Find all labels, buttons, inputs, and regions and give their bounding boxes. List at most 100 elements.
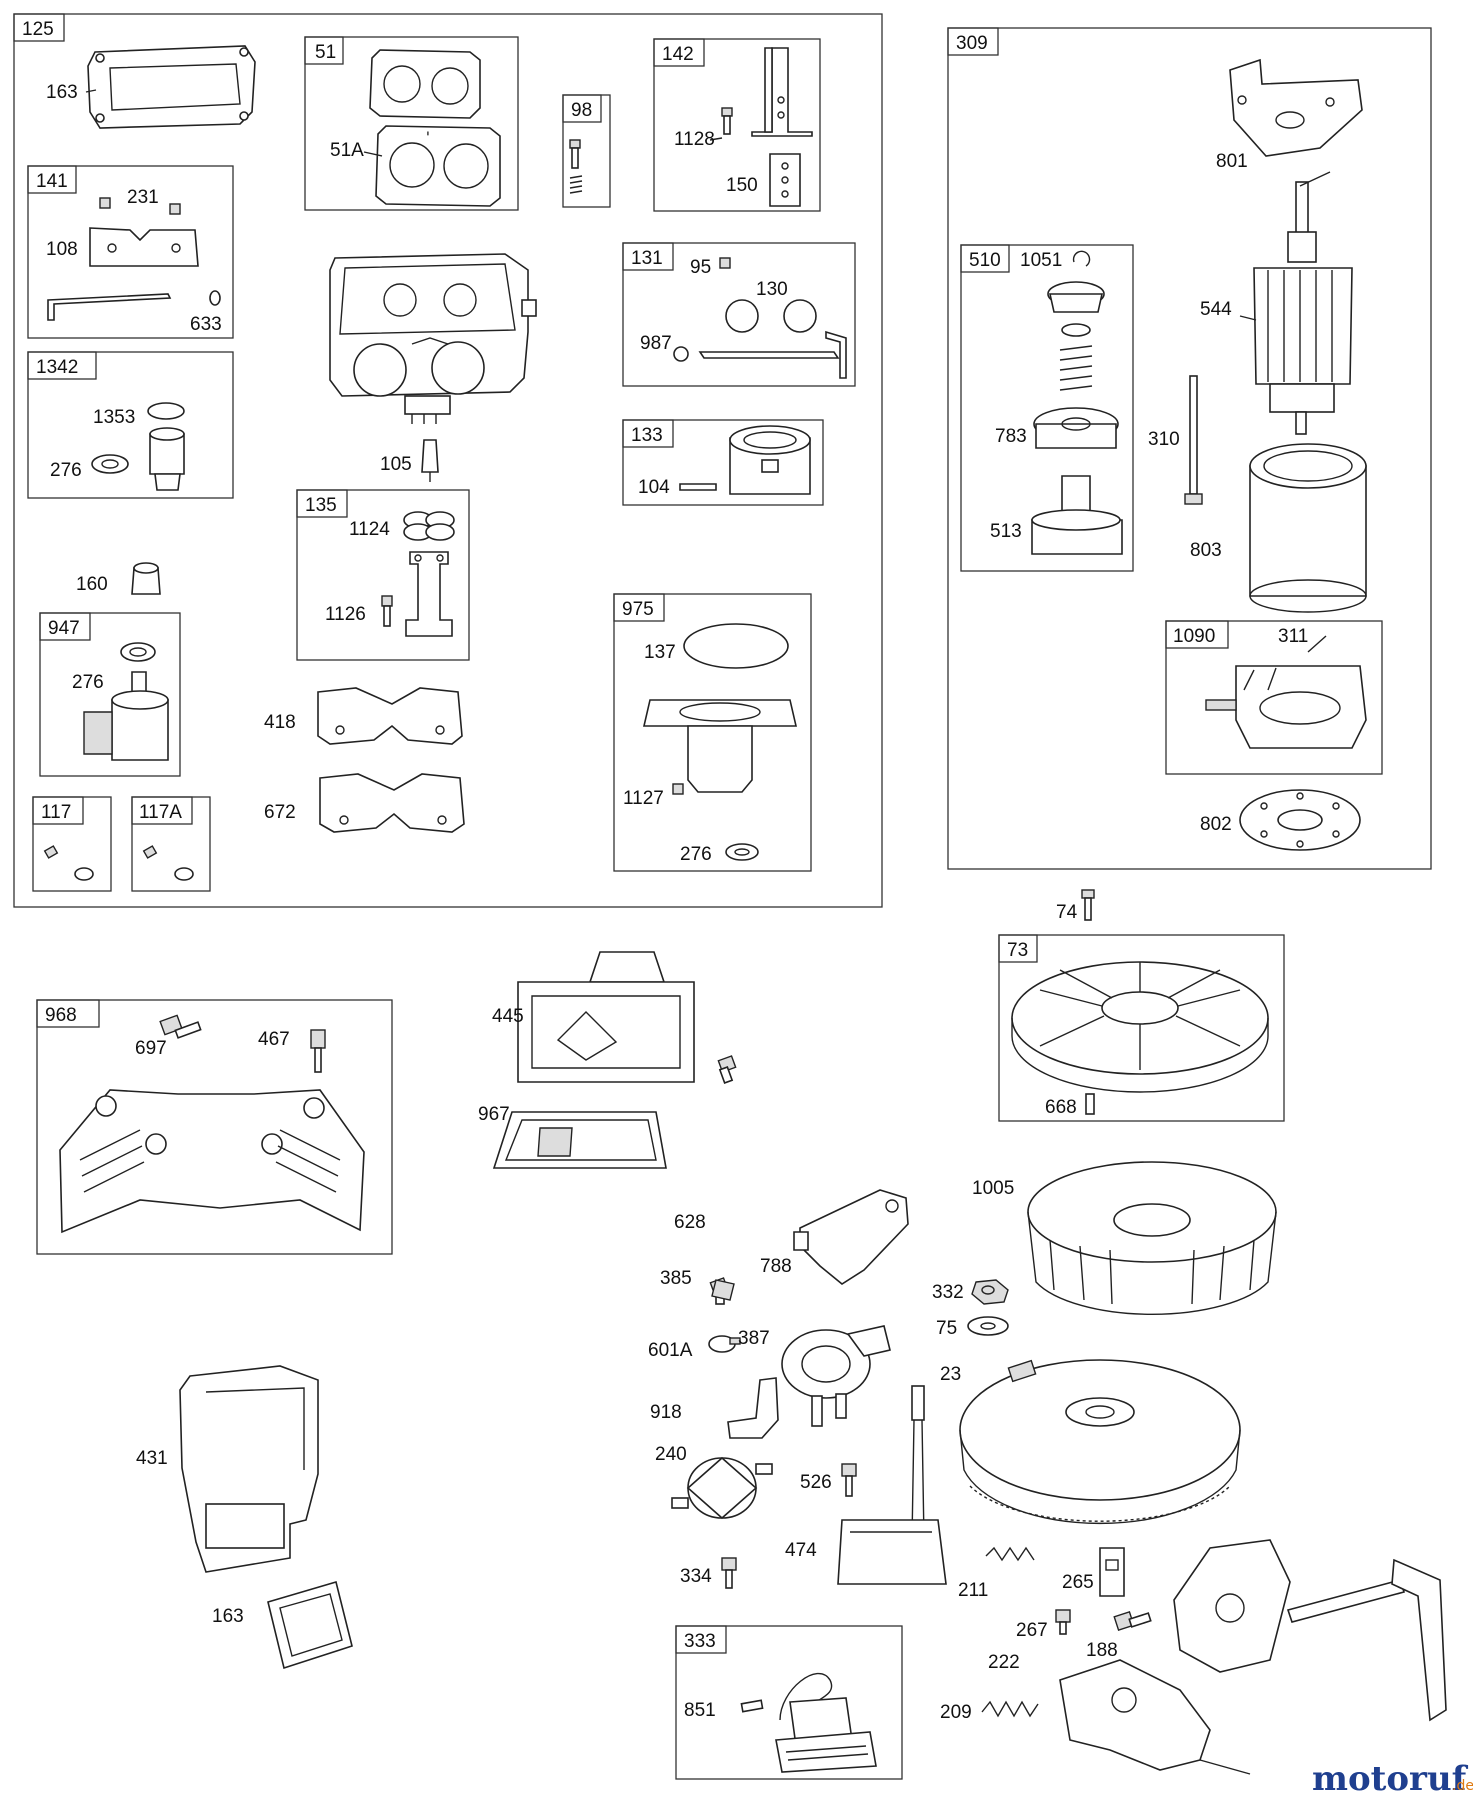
- screw-117A-drawing: [142, 845, 194, 881]
- label-222: 222: [988, 1652, 1020, 1673]
- label-160: 160: [76, 574, 108, 595]
- label-334: 334: [680, 1566, 712, 1587]
- group-box-117: 117: [32, 796, 112, 892]
- label-276-b: 276: [72, 672, 104, 693]
- blower-housing-431-drawing: [179, 1365, 319, 1573]
- group-box-968: 968: [36, 999, 393, 1255]
- label-332: 332: [932, 1282, 964, 1303]
- label-74: 74: [1056, 902, 1078, 923]
- leader-lines: [85, 89, 1331, 653]
- label-385: 385: [660, 1268, 692, 1289]
- group-box-333: 333: [675, 1625, 903, 1780]
- label-418: 418: [264, 712, 296, 733]
- group-label-51: 51: [315, 42, 336, 63]
- group-label-131: 131: [631, 248, 663, 269]
- group-box-98: 98: [562, 94, 611, 208]
- screw-117-drawing: [43, 845, 94, 881]
- label-987: 987: [640, 333, 672, 354]
- label-1005: 1005: [972, 1178, 1014, 1199]
- group-box-142: 142: [653, 38, 821, 212]
- pre-cleaner-967-drawing: [492, 1111, 667, 1169]
- group-label-975: 975: [622, 599, 654, 620]
- screw-334-drawing: [721, 1557, 737, 1589]
- screw-526-drawing: [841, 1463, 857, 1497]
- group-label-73: 73: [1007, 940, 1028, 961]
- bracket-265-drawing: [1099, 1547, 1125, 1597]
- group-label-1342: 1342: [36, 357, 78, 378]
- label-783: 783: [995, 426, 1027, 447]
- carburetor-drawing: [329, 253, 537, 424]
- group-label-968: 968: [45, 1005, 77, 1026]
- group-box-73: 73: [998, 934, 1285, 1122]
- label-601A: 601A: [648, 1340, 693, 1361]
- screw-628-drawing: [717, 1055, 737, 1084]
- label-311: 311: [1278, 626, 1308, 647]
- regulator-474-drawing: [837, 1385, 947, 1585]
- group-label-117: 117: [41, 802, 71, 823]
- valve-cover-968-drawing: [59, 1014, 365, 1234]
- bolt-310-drawing: [1184, 375, 1203, 505]
- hose-918-drawing: [727, 1377, 779, 1439]
- bolt-385-drawing: [709, 1277, 735, 1305]
- screw-spring-98-drawing: [569, 139, 583, 194]
- label-802: 802: [1200, 814, 1232, 835]
- label-1126: 1126: [325, 604, 366, 625]
- screw-267-drawing: [1055, 1609, 1071, 1635]
- label-801: 801: [1216, 151, 1248, 172]
- group-box-975: 975: [613, 593, 812, 872]
- gasket-163-drawing: [87, 45, 256, 129]
- bolt-188-drawing: [1113, 1610, 1152, 1632]
- label-1124: 1124: [349, 519, 390, 540]
- solenoid-947-drawing: [83, 642, 169, 761]
- ignition-coil-333-drawing: [740, 1673, 877, 1773]
- label-310: 310: [1148, 429, 1180, 450]
- plate-418-drawing: [317, 687, 463, 745]
- label-918: 918: [650, 1402, 682, 1423]
- label-445: 445: [492, 1006, 524, 1027]
- clamp-601A-drawing: [708, 1335, 741, 1353]
- spring-209-drawing: [981, 1700, 1039, 1718]
- label-387: 387: [738, 1328, 770, 1349]
- label-697: 697: [135, 1038, 167, 1059]
- fuel-pump-387-drawing: [781, 1325, 891, 1427]
- nozzle-1342-drawing: [91, 402, 185, 491]
- group-box-510: 510: [960, 244, 1134, 572]
- label-803: 803: [1190, 540, 1222, 561]
- label-137: 137: [644, 642, 676, 663]
- label-265: 265: [1062, 1572, 1094, 1593]
- label-672: 672: [264, 802, 296, 823]
- group-label-1090: 1090: [1173, 626, 1215, 647]
- label-108: 108: [46, 239, 78, 260]
- watermark-suffix: .de: [1452, 1778, 1473, 1794]
- brush-plate-1090-drawing: [1205, 665, 1367, 749]
- group-label-333: 333: [684, 1631, 716, 1652]
- group-box-131: 131: [622, 242, 856, 387]
- label-628: 628: [674, 1212, 706, 1233]
- end-plate-802-drawing: [1239, 789, 1361, 851]
- label-431: 431: [136, 1448, 168, 1469]
- label-163-top: 163: [46, 82, 78, 103]
- label-231: 231: [127, 187, 159, 208]
- label-150: 150: [726, 175, 758, 196]
- group-label-309: 309: [956, 33, 988, 54]
- screen-73-drawing: [1011, 961, 1269, 1115]
- bracket-142-drawing: [721, 47, 813, 207]
- gasket-51-drawing: ꞌ: [369, 49, 501, 207]
- label-23: 23: [940, 1364, 961, 1385]
- group-label-141: 141: [36, 171, 68, 192]
- group-box-309: 309: [947, 27, 1432, 870]
- plate-672-drawing: [319, 773, 465, 833]
- air-filter-445-drawing: [517, 951, 695, 1083]
- part-labels: 163 51A 231 108 633 1128 150 95 130 987 …: [46, 82, 1308, 1723]
- end-cap-801-drawing: [1229, 58, 1363, 157]
- label-104: 104: [638, 477, 670, 498]
- fuel-shutoff-135-drawing: [381, 511, 455, 637]
- watermark-logo: motoruf .de: [1312, 1759, 1473, 1799]
- watermark-text: motoruf: [1312, 1759, 1469, 1799]
- group-box-51: 51: [304, 36, 519, 211]
- label-1128: 1128: [674, 129, 715, 150]
- washer-75-drawing: [967, 1316, 1009, 1336]
- label-240: 240: [655, 1444, 687, 1465]
